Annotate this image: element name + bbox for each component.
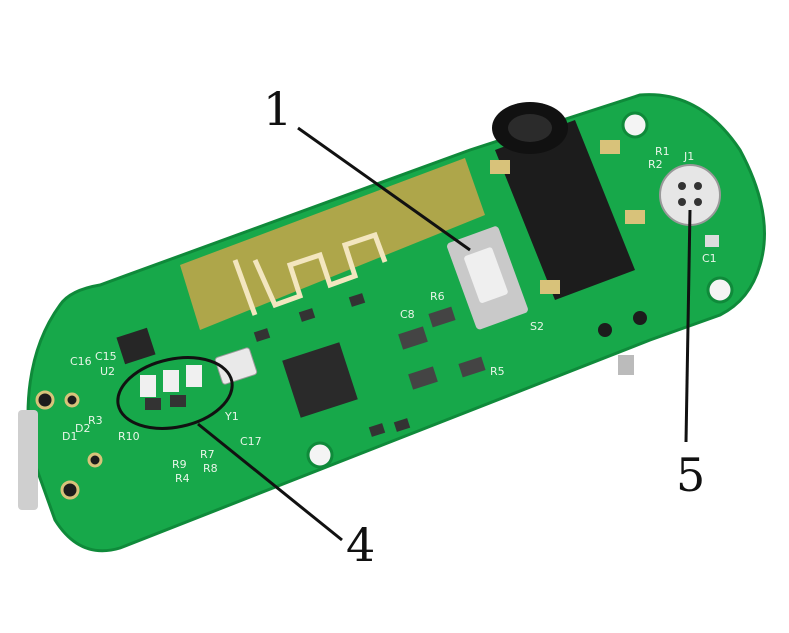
leader-line-4	[197, 422, 343, 542]
antenna-trace	[232, 231, 388, 316]
silk-c1: C1	[702, 252, 717, 265]
mounting-holes	[35, 111, 734, 500]
silk-r9: R9	[172, 458, 187, 471]
audio-jack	[490, 102, 645, 300]
silk-y1: Y1	[224, 410, 239, 423]
silk-r7: R7	[200, 448, 215, 461]
led-resistor-cluster	[140, 365, 202, 410]
leader-line-1	[297, 126, 471, 252]
callout-label-1: 1	[263, 82, 293, 136]
silk-s2: S2	[530, 320, 544, 333]
main-chip	[282, 342, 358, 418]
push-button	[447, 226, 528, 330]
silk-c16: C16	[70, 355, 92, 368]
callout-label-4: 4	[346, 518, 376, 572]
silk-c15: C15	[95, 350, 117, 363]
silkscreen-labels: J1 R1 R2 C1 C16 C15 U2 D1 D2 R3 R10 R9 R…	[62, 145, 717, 485]
side-tab	[618, 355, 634, 375]
silk-c17: C17	[240, 435, 262, 448]
ic-u2	[116, 327, 156, 365]
silk-r8: R8	[203, 462, 218, 475]
smd-components	[253, 235, 719, 437]
usb-connector	[18, 410, 38, 510]
silk-j1: J1	[683, 150, 694, 163]
silk-d2: D2	[75, 422, 90, 435]
silk-d1: D1	[62, 430, 77, 443]
silk-u2: U2	[100, 365, 115, 378]
leader-line-5	[684, 209, 692, 443]
silk-r6: R6	[430, 290, 445, 303]
silk-r4: R4	[175, 472, 190, 485]
silk-r2: R2	[648, 158, 663, 171]
silk-c8: C8	[400, 308, 415, 321]
silk-r10: R10	[118, 430, 140, 443]
callout-label-5: 5	[676, 448, 706, 502]
antenna-area	[180, 158, 485, 330]
highlight-circle	[116, 356, 234, 430]
silk-r5: R5	[490, 365, 505, 378]
silk-r1: R1	[655, 145, 670, 158]
crystal	[214, 347, 258, 385]
silk-r3: R3	[88, 414, 103, 427]
